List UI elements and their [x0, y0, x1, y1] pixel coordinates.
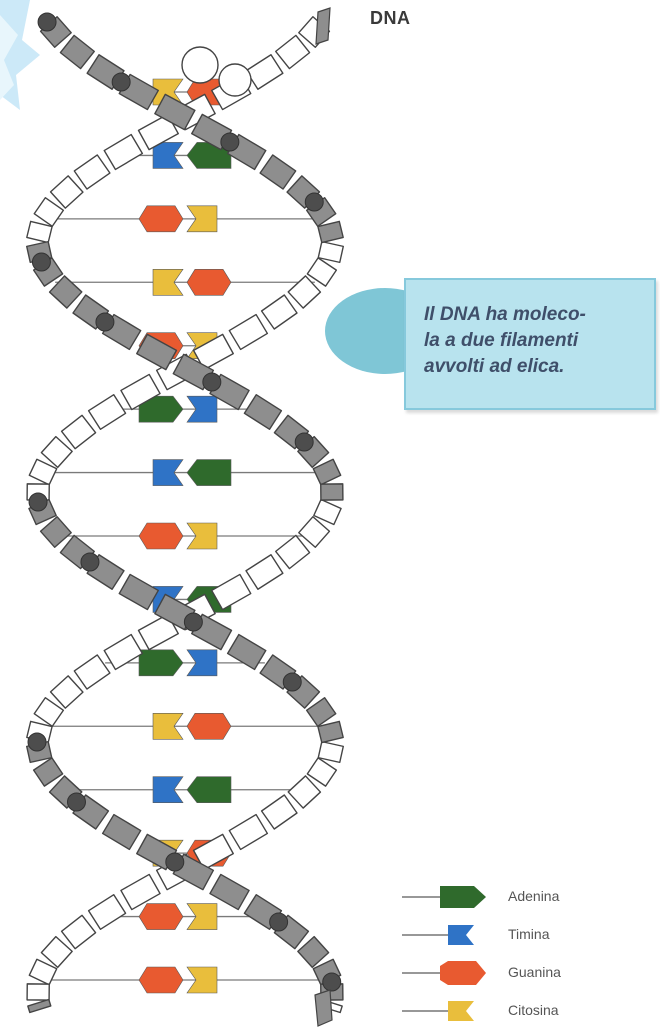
front-strand-segment	[41, 517, 72, 548]
back-strand-segment	[288, 276, 320, 308]
phosphate-node	[323, 973, 341, 991]
legend-label: Adenina	[508, 888, 559, 904]
back-strand-segment	[246, 555, 283, 590]
back-strand-segment	[276, 35, 310, 68]
strand-end-cap	[316, 8, 330, 44]
base-pair	[99, 904, 270, 930]
phosphate-node	[96, 313, 114, 331]
callout-line: Il DNA ha moleco-	[424, 302, 646, 328]
guanine-base	[187, 269, 231, 295]
base-pair	[42, 460, 329, 486]
adenine-base	[187, 777, 231, 803]
legend-item-guanine: Guanina	[400, 954, 630, 992]
phosphate-node	[295, 433, 313, 451]
legend-item-cytosine: Citosina	[400, 992, 630, 1030]
front-strand-segment	[318, 221, 343, 242]
legend-label: Guanina	[508, 964, 561, 980]
phosphate-node	[81, 553, 99, 571]
back-strand-segment	[62, 915, 96, 948]
phosphate-node	[283, 673, 301, 691]
front-strand-segment	[260, 155, 296, 189]
phosphate-node	[28, 733, 46, 751]
thymine-icon	[400, 918, 500, 952]
phosphate-node	[38, 13, 56, 31]
back-strand-segment	[318, 242, 343, 263]
guanine-base	[139, 967, 183, 993]
front-strand-segment	[244, 395, 281, 430]
back-strand-segment	[262, 795, 297, 829]
back-strand-segment	[229, 815, 267, 850]
legend-item-thymine: Timina	[400, 916, 630, 954]
adenine-base	[139, 650, 183, 676]
back-strand-segment	[62, 415, 96, 448]
back-strand-segment	[89, 395, 126, 430]
legend-item-adenine: Adenina	[400, 878, 630, 916]
front-strand-segment	[103, 815, 141, 850]
back-strand-segment	[51, 176, 83, 208]
base-pair	[59, 523, 312, 549]
back-strand-segment	[74, 655, 110, 689]
cytosine-icon	[400, 994, 500, 1028]
phosphate-node	[305, 193, 323, 211]
back-strand-segment	[41, 937, 72, 968]
legend-label: Timina	[508, 926, 550, 942]
front-strand-segment	[321, 484, 343, 500]
legend-label: Citosina	[508, 1002, 559, 1018]
phosphate-node	[221, 133, 239, 151]
base-pair	[40, 713, 330, 739]
base-pair	[55, 269, 315, 295]
back-strand-segment	[27, 221, 52, 242]
guanine-icon	[400, 956, 500, 990]
page-title: DNA	[370, 8, 411, 29]
base-pair	[39, 967, 331, 993]
base-pair	[43, 206, 326, 232]
front-strand-segment	[28, 1000, 51, 1013]
callout-line: la a due filamenti	[424, 328, 646, 354]
front-strand-segment	[298, 937, 329, 968]
guanine-base	[139, 206, 183, 232]
strand-end-cap	[182, 47, 218, 83]
guanine-base	[187, 713, 231, 739]
front-strand-segment	[228, 635, 266, 670]
guanine-base	[139, 523, 183, 549]
back-strand-segment	[299, 517, 330, 548]
phosphate-node	[29, 493, 47, 511]
back-strand-segment	[104, 635, 142, 670]
front-strand-segment	[60, 35, 94, 68]
callout-box: Il DNA ha moleco- la a due filamenti avv…	[404, 278, 656, 410]
phosphate-node	[166, 853, 184, 871]
legend: Adenina Timina Guanina Citosina	[400, 878, 630, 1030]
back-strand-segment	[104, 135, 142, 170]
callout-line: avvolti ad elica.	[424, 354, 646, 380]
adenine-base	[187, 460, 231, 486]
phosphate-node	[32, 253, 50, 271]
adenine-icon	[400, 880, 500, 914]
guanine-base	[139, 904, 183, 930]
phosphate-node	[67, 793, 85, 811]
back-strand-segment	[318, 742, 343, 763]
back-strand-segment	[262, 295, 297, 329]
strand-end-cap	[219, 64, 251, 96]
back-strand-segment	[276, 535, 310, 568]
back-strand-segment	[246, 55, 283, 90]
phosphate-node	[184, 613, 202, 631]
phosphate-node	[112, 73, 130, 91]
phosphate-node	[270, 913, 288, 931]
back-strand-segment	[41, 437, 72, 468]
back-strand-segment	[89, 895, 126, 930]
back-strand-segment	[27, 984, 49, 1000]
front-strand-segment	[50, 276, 82, 308]
base-pair	[62, 777, 307, 803]
front-strand-segment	[119, 574, 158, 609]
back-strand-segment	[288, 776, 320, 808]
back-strand-segment	[229, 315, 267, 350]
phosphate-node	[203, 373, 221, 391]
front-strand-segment	[318, 721, 343, 742]
back-strand-segment	[74, 155, 110, 189]
back-strand-segment	[51, 676, 83, 708]
strand-end-cap	[315, 990, 332, 1026]
